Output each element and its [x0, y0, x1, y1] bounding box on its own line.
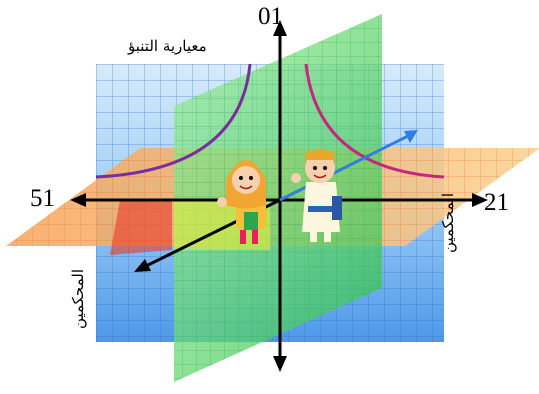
right-rotated-label: المحكمين: [439, 193, 457, 253]
top-axis-label: 01: [258, 4, 283, 29]
right-axis-label: 21: [484, 190, 509, 215]
left-rotated-label: المحكمين: [69, 269, 87, 329]
title-label: معيارية التنبؤ: [128, 37, 207, 55]
left-axis-label: 51: [30, 186, 55, 211]
